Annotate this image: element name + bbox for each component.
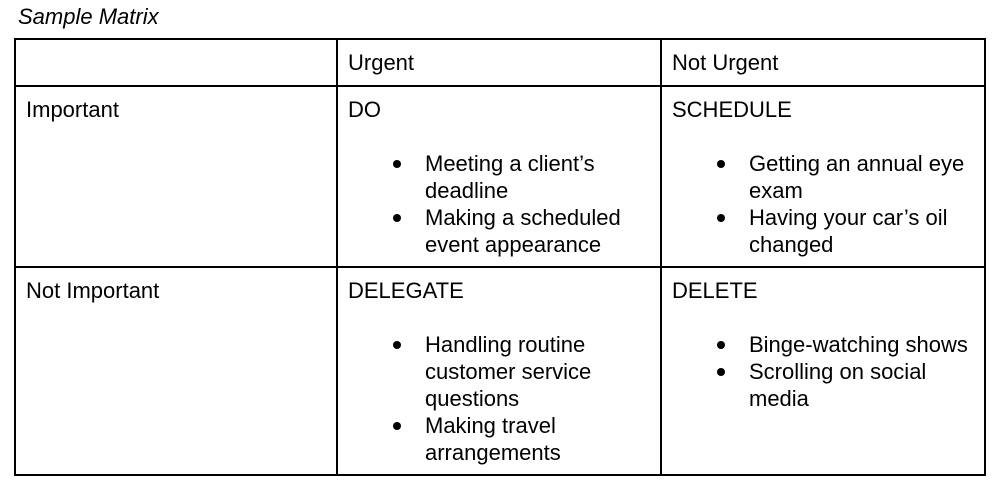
- bullet-list: Meeting a client’s deadline Making a sch…: [348, 150, 652, 258]
- list-item: Meeting a client’s deadline: [391, 150, 652, 204]
- bullet-icon: [717, 341, 725, 349]
- table-row-not-important: Not Important DELEGATE Handling routine …: [14, 266, 986, 476]
- quadrant-cell-schedule: SCHEDULE Getting an annual eye exam Havi…: [660, 85, 986, 268]
- quadrant-heading-delete: DELETE: [672, 278, 758, 303]
- list-item-text: Handling routine customer service questi…: [425, 332, 592, 411]
- list-item-text: Scrolling on social media: [749, 359, 927, 411]
- bullet-icon: [393, 214, 401, 222]
- list-item-text: Making travel arrangements: [425, 413, 561, 465]
- header-cell-empty: [14, 38, 338, 87]
- list-item-text: Having your car’s oil changed: [749, 205, 948, 257]
- bullet-icon: [393, 422, 401, 430]
- bullet-icon: [717, 368, 725, 376]
- list-item: Making travel arrangements: [391, 412, 652, 466]
- list-item: Binge-watching shows: [715, 331, 976, 358]
- list-item-text: Meeting a client’s deadline: [425, 151, 595, 203]
- bullet-icon: [717, 160, 725, 168]
- bullet-list: Getting an annual eye exam Having your c…: [672, 150, 976, 258]
- list-item: Getting an annual eye exam: [715, 150, 976, 204]
- bullet-icon: [393, 160, 401, 168]
- sample-matrix-table: Urgent Not Urgent Important DO Meeting a…: [14, 38, 986, 476]
- header-cell-not-urgent: Not Urgent: [660, 38, 986, 87]
- quadrant-cell-delegate: DELEGATE Handling routine customer servi…: [336, 266, 662, 476]
- quadrant-cell-delete: DELETE Binge-watching shows Scrolling on…: [660, 266, 986, 476]
- list-item: Having your car’s oil changed: [715, 204, 976, 258]
- quadrant-heading-do: DO: [348, 97, 381, 122]
- list-item-text: Getting an annual eye exam: [749, 151, 965, 203]
- list-item: Making a scheduled event appearance: [391, 204, 652, 258]
- quadrant-cell-do: DO Meeting a client’s deadline Making a …: [336, 85, 662, 268]
- quadrant-heading-delegate: DELEGATE: [348, 278, 464, 303]
- bullet-icon: [717, 214, 725, 222]
- header-row: Urgent Not Urgent: [14, 38, 986, 87]
- bullet-list: Handling routine customer service questi…: [348, 331, 652, 466]
- quadrant-heading-schedule: SCHEDULE: [672, 97, 792, 122]
- row-label-not-important: Not Important: [14, 266, 338, 476]
- list-item-text: Binge-watching shows: [749, 332, 968, 357]
- bullet-list: Binge-watching shows Scrolling on social…: [672, 331, 976, 412]
- page-title: Sample Matrix: [18, 4, 159, 29]
- header-cell-urgent: Urgent: [336, 38, 662, 87]
- table-row-important: Important DO Meeting a client’s deadline…: [14, 85, 986, 268]
- bullet-icon: [393, 341, 401, 349]
- list-item-text: Making a scheduled event appearance: [425, 205, 621, 257]
- row-label-important: Important: [14, 85, 338, 268]
- list-item: Handling routine customer service questi…: [391, 331, 652, 412]
- list-item: Scrolling on social media: [715, 358, 976, 412]
